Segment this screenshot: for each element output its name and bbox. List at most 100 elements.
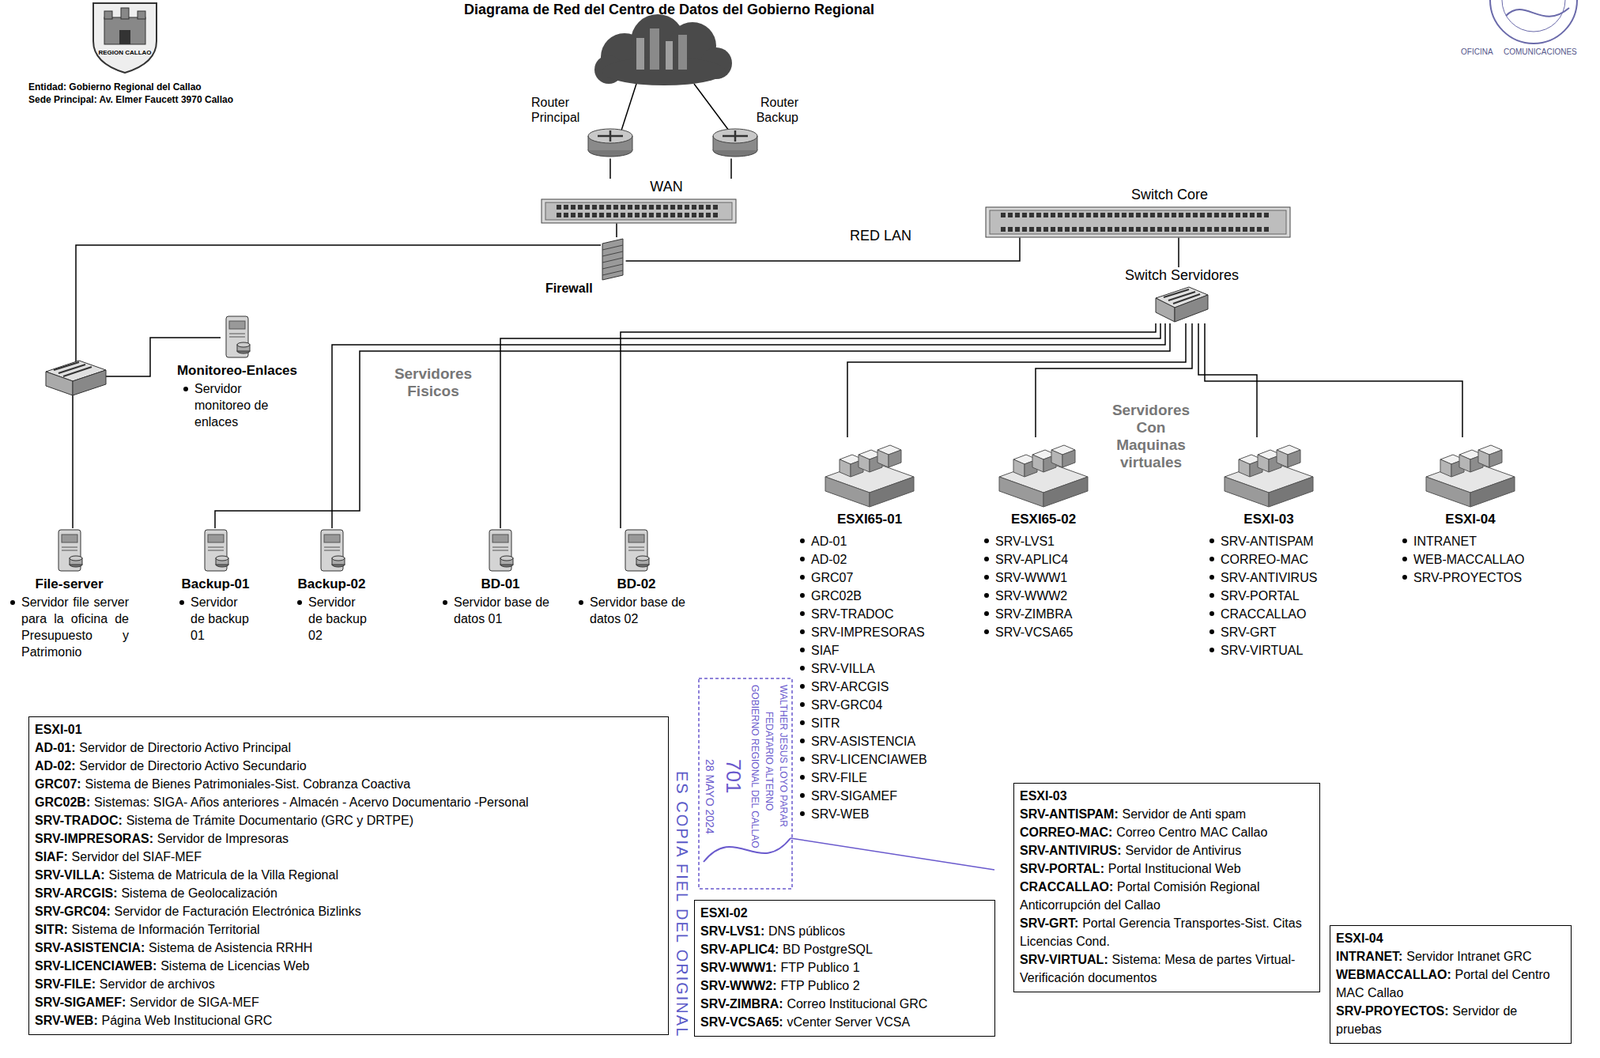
vm-name: SRV-WEB: [811, 804, 870, 823]
box-heading: ESXI-02: [700, 903, 989, 922]
description-line: SRV-APLIC4:BD PostgreSQL: [700, 939, 989, 959]
host-key: SRV-ANTIVIRUS:: [1019, 843, 1122, 857]
icon-shape: [620, 204, 626, 210]
bullet-dot: [800, 665, 805, 671]
host-description: Servidor de Impresoras: [157, 831, 289, 846]
bullet-dot: [297, 600, 302, 605]
bullet-dot: [1402, 556, 1408, 562]
bullet-dot: [800, 811, 805, 816]
icon-shape: [602, 257, 623, 263]
icon-shape: [1157, 212, 1163, 218]
network-label: RED LAN: [849, 227, 912, 245]
bullet-dot: [800, 574, 805, 580]
server-note: Servidor file server para la oficina de …: [10, 593, 129, 661]
server-note: Servidor de backup 01: [179, 593, 251, 644]
box-heading: ESXI-04: [1335, 928, 1566, 948]
icon-shape: [1489, 449, 1502, 468]
castle-wall: [104, 17, 146, 45]
desc-node: ESXI-04INTRANET:Servidor Intranet GRCWEB…: [1329, 924, 1572, 1044]
icon-shape: [713, 135, 758, 151]
signature: [1505, 7, 1570, 17]
rack-switch-icon: [540, 198, 737, 224]
icon-shape: [1242, 212, 1248, 218]
vm-list: SRV-LVS1SRV-APLIC4SRV-WWW1SRV-WWW2SRV-ZI…: [984, 532, 1073, 642]
icon-shape: [556, 212, 562, 218]
icon-shape: [1171, 212, 1177, 218]
vm-name: SRV-IMPRESORAS: [811, 622, 925, 642]
bullet-dot: [984, 629, 989, 634]
host-key: SRV-VIRTUAL:: [1019, 952, 1109, 967]
icon-shape: [713, 128, 758, 144]
round-stamp: [1490, 0, 1578, 44]
host-description: Página Web Institucional GRC: [101, 1013, 273, 1027]
router-label: Router Principal: [531, 94, 595, 125]
icon-shape: [1050, 212, 1056, 218]
icon-shape: [577, 212, 583, 218]
icon-shape: [627, 204, 633, 210]
icon-shape: [229, 333, 246, 337]
icon-shape: [722, 130, 748, 142]
bullet-dot: [10, 600, 16, 605]
icon-shape: [1459, 454, 1471, 472]
icon-shape: [563, 204, 569, 210]
icon-shape: [1100, 212, 1106, 218]
icon-shape: [1214, 212, 1219, 218]
icon-shape: [602, 245, 623, 250]
vm-name: SRV-GRT: [1220, 622, 1277, 642]
vm-item: SRV-LVS1: [984, 532, 1073, 551]
icon-shape: [1121, 212, 1127, 218]
icon-shape: [1164, 226, 1170, 232]
icon-shape: [1036, 212, 1042, 218]
stamp-text: WALTHER JESUS LOYO PARAR: [777, 684, 789, 827]
switch-label: Switch Servidores: [1124, 267, 1239, 284]
router-icon: [586, 126, 634, 159]
icon-shape: [602, 270, 623, 276]
network-link: [847, 323, 1186, 438]
vm-name: SRV-LICENCIAWEB: [811, 750, 928, 769]
esxi-host-icon: [1221, 437, 1317, 509]
vm-item: AD-01: [800, 532, 928, 551]
icon-shape: [684, 212, 690, 218]
icon-shape: [207, 534, 224, 543]
vm-name: SRV-TRADOC: [811, 604, 895, 623]
icon-shape: [1107, 212, 1113, 218]
description-line: SRV-TRADOC:Sistema de Trámite Documentar…: [34, 811, 663, 830]
bullet-dot: [179, 600, 185, 605]
icon-shape: [1062, 449, 1076, 468]
server-icon: [221, 314, 253, 361]
icon-shape: [705, 212, 711, 218]
bullet-dot: [800, 647, 805, 653]
host-key: SRV-SIGAMEF:: [34, 995, 126, 1009]
bullet-dot: [800, 611, 805, 616]
icon-shape: [670, 212, 676, 218]
bullet-dot: [1209, 574, 1215, 580]
icon-shape: [61, 547, 78, 551]
host-key: SRV-ZIMBRA:: [700, 996, 784, 1011]
srv-node: Backup-01Servidor de backup 01: [169, 528, 261, 644]
host-description: Sistemas: SIGA- Años anteriores - Almacé…: [94, 795, 529, 809]
vm-name: AD-02: [811, 550, 847, 569]
bullet-dot: [800, 683, 805, 689]
stamp-date: 28 MAYO 2024: [703, 758, 717, 834]
host-key: SRV-LICENCIAWEB:: [34, 958, 157, 973]
vm-item: SRV-APLIC4: [984, 550, 1073, 569]
icon-shape: [1143, 226, 1148, 232]
host-description: Servidor de Directorio Activo Secundario: [79, 758, 306, 773]
description-line: SRV-GRT:Portal Gerencia Transportes-Sist…: [1019, 913, 1314, 951]
server-note: Servidor base de datos 02: [578, 593, 698, 627]
icon-shape: [1150, 226, 1155, 232]
vm-item: WEB-MACCALLAO: [1402, 550, 1525, 569]
icon-shape: [500, 555, 514, 561]
desc-node: ESXI-01AD-01:Servidor de Directorio Acti…: [28, 716, 669, 1035]
network-link: [332, 323, 1166, 529]
icon-shape: [1064, 226, 1070, 232]
icon-shape: [1079, 212, 1084, 218]
host-description: Servidor Intranet GRC: [1406, 949, 1532, 963]
icon-shape: [1064, 212, 1070, 218]
description-line: SRV-ANTIVIRUS:Servidor de Antivirus: [1019, 841, 1314, 860]
icon-shape: [1015, 226, 1020, 232]
icon-shape: [1264, 226, 1269, 232]
icon-shape: [1007, 226, 1013, 232]
bullet-dot: [800, 592, 805, 598]
icon-shape: [628, 547, 645, 551]
